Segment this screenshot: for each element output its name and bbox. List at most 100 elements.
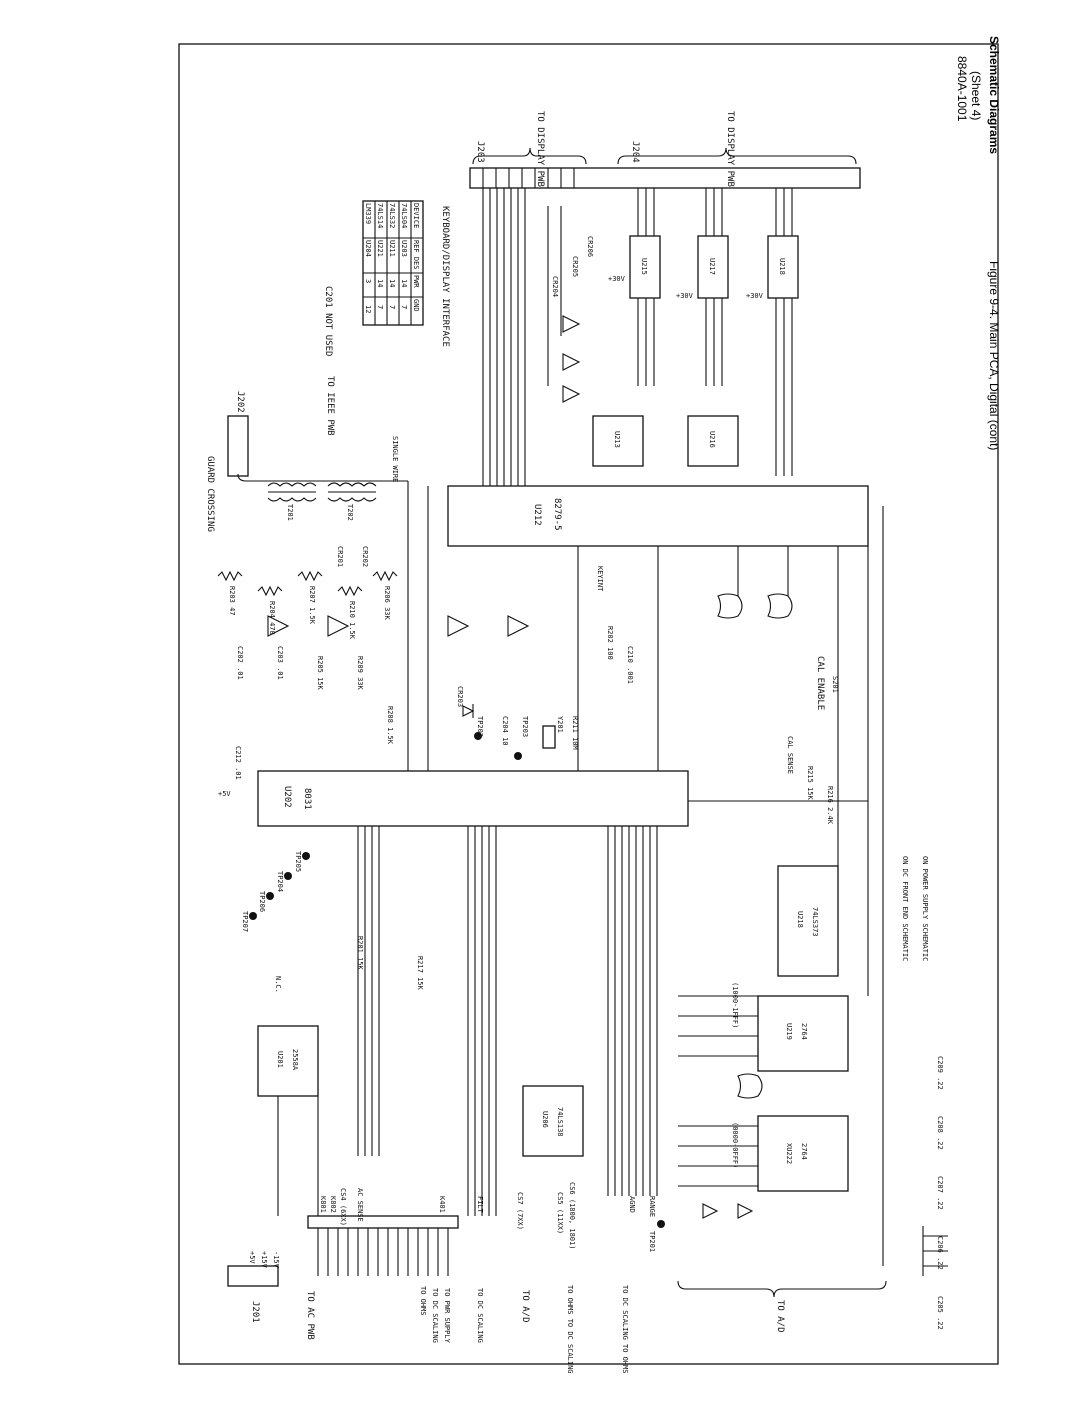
u218-latch-chip [777,865,839,977]
to-display-label-2: TO DISPLAY PWB [725,111,735,187]
tp207-point [249,912,257,920]
c204-label: C204 10 [501,716,509,746]
cs7-label: CS7 (7XX) [516,1192,524,1230]
p30v-label: +30V [676,292,694,300]
table-cell: U204 [364,240,372,257]
r206-label: R206 33K [383,586,391,621]
u222-part: 2764 [800,1143,808,1160]
r203-label: R203 47 [228,586,236,616]
bypass-caps [922,1226,948,1276]
table-cell: 74LS04 [400,203,408,228]
cs6-label: CS6 (1800, 1801) [568,1182,576,1249]
cs4-label: CS4 (6XX) [339,1188,347,1226]
u211-or-gates [717,593,793,619]
svg-text:T202: T202 [346,504,354,521]
tp206-label: TP206 [258,891,266,912]
to-ac-pwb-label: TO AC PWB [305,1291,315,1340]
r205-label: R205 15K [316,656,324,691]
tp201-point [657,1220,665,1228]
digit-driver-u218: U218 [767,235,799,299]
to-ad-label: TO A/D [520,1290,530,1323]
j203-j204-connector-strip [469,167,861,189]
u222-eprom-chip [757,1115,849,1192]
u201-label: U201 [276,1051,284,1068]
p30v-label: +30V [746,292,764,300]
table-header-pwr: PWR [412,275,420,288]
drawing-number: 8840A-1001 [955,56,969,122]
u204-comparators [267,615,530,637]
u212-label: U212 [532,504,542,526]
table-header-gnd: GND [412,299,420,312]
c210-label: C210 .001 [626,646,634,684]
u212-part: 8279-5 [552,498,562,531]
address-data-bus [357,826,658,1216]
cs5-label: CS5 (11XX) [556,1192,564,1234]
c212-label: C212 .01 [234,746,242,780]
table-cell: 14 [400,279,408,287]
svg-text:U218: U218 [778,258,786,275]
cr203-label: CR203 [456,686,464,707]
to-dc-scaling-2-label: TO DC SCALING [476,1288,484,1343]
r215-label: R215 15K [806,766,814,801]
u201-nc-label: N.C. [274,976,282,993]
cal-sense-label: CAL SENSE [786,736,794,774]
j203-label: J203 [475,141,485,163]
to-dc-scaling-ohms-label: TO DC SCALING TO OHMS [621,1285,629,1374]
svg-text:U213: U213 [613,431,621,448]
segment-bus [482,188,526,486]
u203-inverter-chain [547,206,581,403]
u202-part: 8031 [302,788,312,810]
tp206-point [266,892,274,900]
c207-label: C207 .22 [936,1176,944,1210]
transformer-t201: T201 [267,482,317,521]
display-brace-1 [472,147,587,165]
tp203-point [514,752,522,760]
cr203-diode [462,704,475,718]
c205-label: C205 .22 [936,1296,944,1330]
r216-label: R216 2.4K [826,786,834,825]
cr206-label: CR206 [586,236,594,257]
u201-part: 2558A [291,1049,299,1071]
r207-label: R207 1.5K [308,586,316,625]
table-cell: 14 [388,279,396,287]
table-cell: 12 [364,305,372,313]
p5v-j201: +5V [248,1251,256,1264]
tp202-point [474,732,482,740]
keyboard-display-label: KEYBOARD/DISPLAY INTERFACE [440,206,450,347]
figure-caption: Figure 9-4. Main PCA, Digital (cont) [987,261,1000,450]
tp204-point [284,872,292,880]
tp203-label: TP203 [521,716,529,737]
filt-label: FILT [476,1196,484,1214]
agnd-label: AGND [628,1196,636,1213]
digit-driver-u215: U215 [629,235,661,299]
table-cell: LM339 [364,203,372,224]
section-title-group: Schematic Diagrams [987,36,1000,154]
m15v-j201: -15V [272,1251,280,1269]
j203-pins [482,168,575,188]
display-driver-wires [637,188,793,476]
j202-connector [227,415,249,477]
u202-label: U202 [282,786,292,808]
r208-label: R208 1.5K [386,706,394,745]
power-supply-note: ON POWER SUPPLY SCHEMATIC [921,856,929,961]
to-ad-2-label: TO A/D [775,1300,785,1333]
cal-enable-label: CAL ENABLE [815,656,825,710]
svg-text:T201: T201 [286,504,294,521]
c206-label: C206 .22 [936,1236,944,1270]
p15v-j201: +15V [260,1251,268,1269]
r202-label: R202 100 [606,626,614,660]
tp201-label: TP201 [648,1231,656,1252]
section-title: Schematic Diagrams [987,36,1000,154]
c203-label: C203 .01 [276,646,284,680]
single-wire-label: SINGLE WIRE [391,436,399,482]
s201-label: S201 [831,676,839,693]
table-cell: 7 [376,305,384,309]
c209-label: C209 .22 [936,1056,944,1090]
guard-crossing-label: GUARD CROSSING [205,456,215,532]
j201-label: J201 [250,1301,260,1323]
guard-resistors [217,570,398,597]
p5v-label: +5V [218,790,231,798]
u218-latch-part: 74LS373 [811,907,819,937]
table-cell: 3 [364,279,372,283]
r201-label: R201 15K [356,936,364,971]
